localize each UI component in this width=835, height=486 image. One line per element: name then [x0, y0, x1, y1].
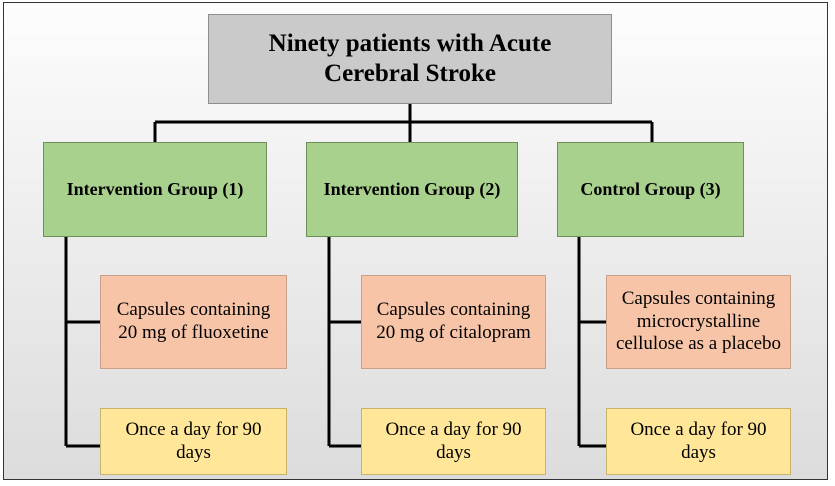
group-1-schedule-box: Once a day for 90 days [100, 408, 287, 475]
title-box: Ninety patients with Acute Cerebral Stro… [208, 14, 612, 104]
intervention-group-2-box: Intervention Group (2) [306, 142, 518, 237]
group-3-schedule-box: Once a day for 90 days [606, 408, 791, 475]
fluoxetine-treatment-box: Capsules containing 20 mg of fluoxetine [100, 275, 287, 369]
citalopram-treatment-box: Capsules containing 20 mg of citalopram [361, 275, 546, 369]
intervention-group-1-box: Intervention Group (1) [43, 142, 267, 237]
placebo-treatment-box: Capsules containing microcrystalline cel… [606, 275, 791, 369]
group-2-schedule-box: Once a day for 90 days [361, 408, 546, 475]
control-group-3-box: Control Group (3) [557, 142, 744, 237]
